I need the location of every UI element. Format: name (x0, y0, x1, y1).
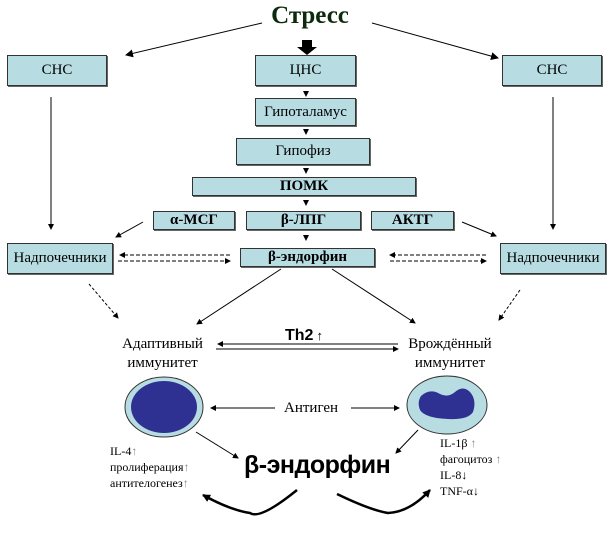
adaptive-effects-list: IL-4↑ пролиферация↑ антителогенез↑ (110, 443, 189, 491)
up-arrow-icon: ↑ (495, 452, 502, 466)
arrow-hypothalamus-to-pituitary (303, 129, 309, 135)
arrow-bendorphin-to-innate (331, 268, 416, 324)
curved-arrow-endorphin-to-innate (336, 489, 431, 515)
adaptive-effect-item: пролиферация↑ (110, 459, 189, 475)
adaptive-effect-item: антителогенез↑ (110, 475, 189, 491)
box-hypothalamus: Гипоталамус (255, 98, 356, 126)
arrow-cns-to-hypothalamus (303, 91, 309, 97)
innate-immunity-label: Врождённый иммунитет (400, 335, 500, 373)
box-adrenal-left: Надпочечники (7, 243, 113, 274)
adaptive-effect-item: IL-4↑ (110, 443, 189, 459)
arrow-pituitary-to-pomc (303, 168, 309, 174)
dashed-arrow-adrenal-left-to-adaptive (88, 283, 119, 319)
effect-text: TNF-α (440, 484, 473, 498)
dashed-arrow-adrenal-right-to-innate (498, 289, 521, 321)
box-blph: β-ЛПГ (246, 211, 361, 230)
adaptive-line1: Адаптивный (122, 336, 203, 352)
effect-text: пролиферация (110, 460, 184, 474)
innate-effects-list: IL-1β ↑ фагоцитоз ↑ IL-8↓ TNF-α↓ (440, 435, 501, 499)
up-arrow-icon: ↑ (470, 436, 477, 450)
th2-text: Th2 (285, 327, 314, 344)
innate-effect-item: фагоцитоз ↑ (440, 451, 501, 467)
up-arrow-icon: ↑ (316, 328, 323, 343)
arrow-pomc-to-derivatives (303, 200, 309, 206)
center-bendorphin-label: β-эндорфин (244, 451, 391, 479)
box-cns: ЦНС (255, 55, 356, 86)
down-arrow-icon: ↓ (461, 468, 468, 482)
box-adrenal-right: Надпочечники (500, 243, 606, 274)
effect-text: антителогенез (110, 476, 183, 490)
arrow-adaptive-cell-to-endorphin (195, 431, 239, 459)
innate-effect-item: TNF-α↓ (440, 483, 501, 499)
curved-arrow-endorphin-to-adaptive (202, 489, 298, 516)
box-sns-right: СНС (502, 55, 602, 86)
box-bendorphin: β-эндорфин (240, 248, 375, 267)
arrow-stress-to-cns (297, 40, 317, 55)
up-arrow-icon: ↑ (131, 444, 138, 458)
adaptive-line2: иммунитет (127, 355, 198, 371)
th2-label: Th2↑ (285, 327, 323, 345)
innate-line2: иммунитет (414, 355, 486, 371)
innate-line1: Врождённый (408, 336, 492, 352)
box-sns-left: СНС (7, 55, 107, 86)
box-pomc: ПОМК (192, 177, 416, 196)
innate-effect-item: IL-8↓ (440, 467, 501, 483)
down-arrow-icon: ↓ (472, 484, 479, 498)
arrow-acth-to-adrenal-right (461, 221, 497, 237)
box-acth: АКТГ (371, 211, 454, 230)
innate-effect-item: IL-1β ↑ (440, 435, 501, 451)
innate-cell-icon (406, 375, 488, 435)
effect-text: фагоцитоз (440, 452, 496, 466)
up-arrow-icon: ↑ (182, 476, 189, 490)
stress-title: Стресс (271, 2, 349, 29)
box-amsh: α-МСГ (153, 211, 235, 230)
arrow-innate-cell-to-endorphin (395, 429, 419, 454)
arrow-bendorphin-to-adaptive (196, 268, 282, 325)
adaptive-immunity-label: Адаптивный иммунитет (110, 335, 215, 373)
box-pituitary: Гипофиз (236, 138, 370, 165)
arrow-stress-to-sns-left (125, 22, 263, 58)
effect-text: IL-8 (440, 468, 462, 482)
arrow-amsh-to-adrenal-left (115, 221, 144, 238)
effect-text: IL-1β (440, 436, 471, 450)
antigen-label: Антиген (284, 400, 339, 416)
arrow-stress-to-sns-right (371, 22, 499, 60)
adaptive-cell-icon (124, 376, 204, 438)
up-arrow-icon: ↑ (183, 460, 190, 474)
arrow-blph-to-bendorphin (303, 235, 309, 241)
effect-text: IL-4 (110, 444, 132, 458)
